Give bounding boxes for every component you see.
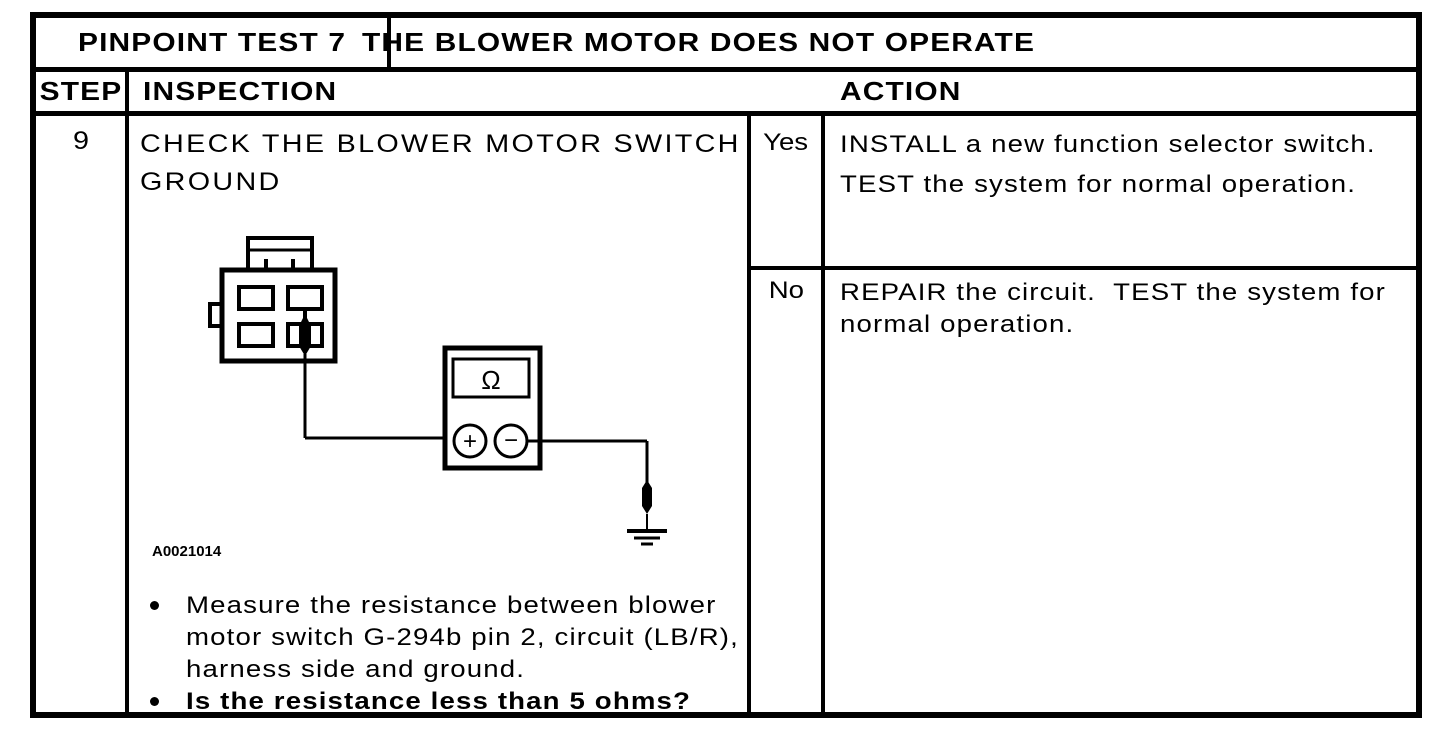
yes-cell: Yes <box>751 129 821 157</box>
no-cell: No <box>751 277 821 305</box>
no-action-line2: normal operation. <box>840 311 1075 338</box>
inspection-heading: CHECK THE BLOWER MOTOR SWITCH GROUND <box>140 125 760 201</box>
pin-cavity-2 <box>286 285 324 311</box>
yes-action-cell: INSTALL a new function selector switch. … <box>840 129 1420 201</box>
test-title-cell: THE BLOWER MOTOR DOES NOT OPERATE <box>349 18 1416 67</box>
pin-cavity-1 <box>237 285 275 311</box>
header-row-divider <box>36 111 1416 116</box>
pin-cavity-3 <box>237 322 275 348</box>
inspection-heading-line2: GROUND <box>140 168 282 196</box>
yes-action-line2: TEST the system for normal operation. <box>840 171 1357 198</box>
negative-test-probe <box>642 480 652 514</box>
no-action-cell: REPAIR the circuit. TEST the system for … <box>840 277 1420 341</box>
inspection-heading-line1: CHECK THE BLOWER MOTOR SWITCH <box>140 130 741 158</box>
bullet1-line1: Measure the resistance between blower <box>186 592 717 619</box>
bullet-icon <box>150 697 159 706</box>
bullet-measure-resistance: Measure the resistance between blower mo… <box>150 590 760 686</box>
ground-lead <box>527 439 667 546</box>
bullet2-line1: Is the resistance less than 5 ohms? <box>186 688 692 715</box>
step-header-label: STEP <box>39 76 122 106</box>
minus-symbol: − <box>504 427 518 454</box>
no-action-line1: REPAIR the circuit. TEST the system for <box>840 279 1387 306</box>
step-number-cell: 9 <box>36 127 125 156</box>
yes-action-line1: INSTALL a new function selector switch. <box>840 131 1376 158</box>
ohmmeter: Ω + − <box>442 345 543 471</box>
ground-symbol <box>627 529 667 546</box>
positive-test-probe <box>299 309 457 440</box>
test-title: THE BLOWER MOTOR DOES NOT OPERATE <box>362 27 1036 57</box>
yes-label: Yes <box>763 129 809 156</box>
action-header-label: ACTION <box>840 76 962 106</box>
pinpoint-test-label-cell: PINPOINT TEST 7 <box>36 18 391 67</box>
column-header-inspection: INSPECTION <box>129 72 336 111</box>
inspection-header-label: INSPECTION <box>143 76 338 106</box>
blower-motor-switch-connector <box>208 267 338 364</box>
plus-symbol: + <box>463 428 477 455</box>
pinpoint-test-table: PINPOINT TEST 7 THE BLOWER MOTOR DOES NO… <box>30 12 1422 718</box>
pinpoint-test-label: PINPOINT TEST 7 <box>78 27 347 57</box>
inspection-bullets: Measure the resistance between blower mo… <box>150 590 760 718</box>
bullet-resistance-question: Is the resistance less than 5 ohms? <box>150 686 760 718</box>
figure-id: A0021014 <box>152 543 222 560</box>
step-number: 9 <box>72 127 89 155</box>
yesno-column-divider <box>747 116 751 712</box>
ohmmeter-display <box>451 357 531 399</box>
action-column-divider <box>821 116 825 712</box>
yes-no-row-divider <box>747 266 1416 270</box>
bullet1-line3: harness side and ground. <box>186 656 526 683</box>
circuit-diagram: Ω + − A0021014 <box>152 236 667 560</box>
step-column-divider <box>125 72 129 712</box>
column-header-action: ACTION <box>825 72 960 111</box>
connector-latch-tab <box>246 236 314 272</box>
column-header-step: STEP <box>36 72 125 111</box>
bullet1-line2: motor switch G-294b pin 2, circuit (LB/R… <box>186 624 739 651</box>
no-label: No <box>768 277 804 304</box>
title-row-divider <box>36 67 1416 72</box>
bullet-icon <box>150 601 159 610</box>
ohm-symbol: Ω <box>481 365 500 395</box>
positive-terminal <box>452 423 488 459</box>
